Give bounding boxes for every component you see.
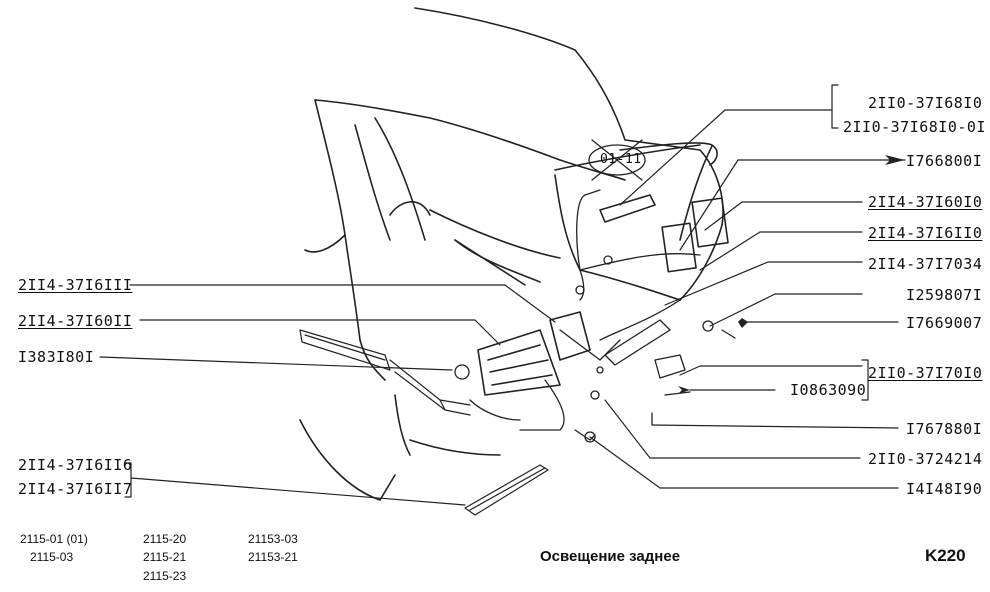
bumper-strips [299,329,549,516]
wiring-harness [469,189,701,431]
page-title: Освещение заднее [540,548,681,565]
part-label-2110-3724214: 2II0-3724214 [868,450,983,468]
part-label-7678801: I767880I [906,420,983,438]
part-label-2114-3716116: 2II4-37I6II6 [18,456,133,474]
model-2115-03: 2115-03 [30,550,74,564]
part-label-2114-3716010: 2II4-37I60I0 [868,193,983,211]
part-label-2110-3717010: 2II0-37I70I0 [868,364,983,382]
car-body-outline [299,7,724,501]
arrowheads [678,155,905,394]
tailgate [554,144,729,301]
model-2115-21: 2115-21 [143,550,187,564]
variant-crossout [588,139,646,181]
part-label-2114-3716117: 2II4-37I6II7 [18,480,133,498]
model-2115-23: 2115-23 [143,569,187,583]
model-21153-21: 21153-21 [248,550,298,564]
part-label-10863090: I0863090 [790,381,867,399]
small-parts [454,255,736,443]
leader-lines [99,84,906,506]
variant-marker: 01-11 [600,152,642,167]
left-tail-lamp [477,311,591,396]
part-label-7668001: I766800I [906,152,983,170]
model-21153-03: 21153-03 [248,532,298,546]
part-label-2114-3716011: 2II4-37I60II [18,312,133,330]
part-label-2114-3716111: 2II4-37I6III [18,276,133,294]
part-label-2114-3716110: 2II4-37I6II0 [868,224,983,242]
part-label-2110-3716810: 2II0-37I68I0 [868,94,983,112]
model-2115-01: 2115-01 (01) [20,532,88,546]
part-label-14148190: I4I48I90 [906,480,983,498]
page-code: K220 [925,546,966,565]
part-label-12598071: I259807I [906,286,983,304]
part-label-2114-3717034: 2II4-37I7034 [868,255,983,273]
part-label-13831801: I383I80I [18,348,95,366]
model-2115-20: 2115-20 [143,532,187,546]
part-label-2110-3716810-01: 2II0-37I68I0-0I [843,118,986,136]
part-label-17669007: I7669007 [906,314,983,332]
